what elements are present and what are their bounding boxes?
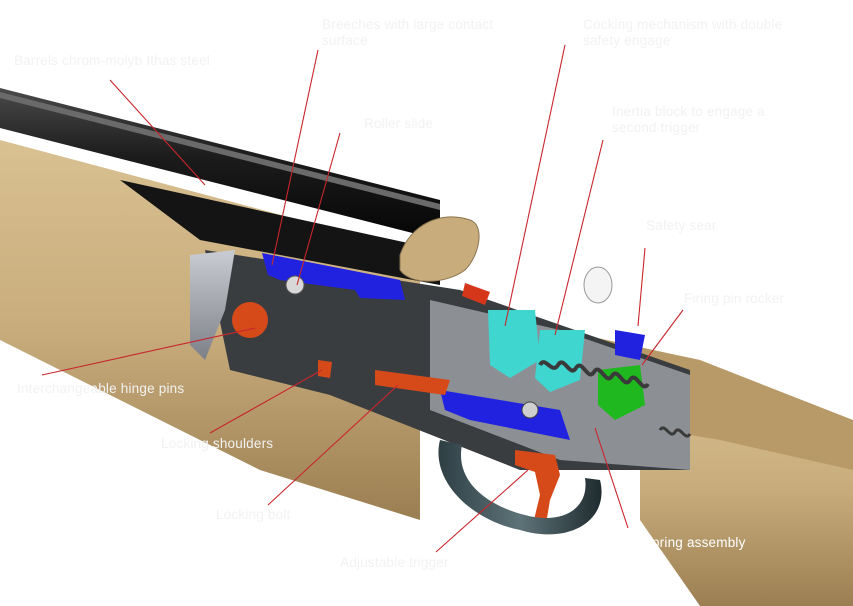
hammer-cyan-1 xyxy=(488,310,540,378)
leader-locking-shoulders xyxy=(209,369,323,434)
locking-shoulder-red xyxy=(318,360,332,378)
safety-thumb xyxy=(583,266,613,304)
leader-firing-pin xyxy=(641,309,684,366)
label-trigger: Adjustable trigger xyxy=(340,555,449,570)
breech-blue-block xyxy=(262,253,405,300)
barrel-rib xyxy=(0,92,440,210)
leader-barrels xyxy=(109,79,206,186)
leader-roller-slide xyxy=(296,132,341,286)
leader-hinge-pins xyxy=(41,327,256,376)
label-locking-shoulders: Locking shoulders xyxy=(161,436,274,451)
top-lever xyxy=(399,216,480,282)
locking-bolt-red xyxy=(375,370,450,395)
label-safety-sear: Safety sear xyxy=(646,218,717,233)
roller-slide xyxy=(285,275,305,295)
receiver-frame-light xyxy=(190,250,235,360)
barrel-lower xyxy=(120,180,440,285)
firing-pin-red xyxy=(462,283,490,305)
leader-breeches xyxy=(271,49,319,266)
trigger-red xyxy=(515,450,560,530)
safety-blue xyxy=(615,330,645,360)
label-firing-pin: Firing pin rocker xyxy=(684,291,785,306)
spring-rear xyxy=(658,426,692,438)
leader-safety-sear xyxy=(637,247,646,327)
label-coil-spring: Coil main spring assembly xyxy=(583,535,746,550)
leader-inertia xyxy=(554,139,604,336)
leader-locking-bolt xyxy=(267,384,399,506)
label-roller-slide: Roller slide xyxy=(364,116,434,131)
hinge-pin-red xyxy=(232,302,268,338)
label-locking-bolt: Locking bolt xyxy=(216,507,291,522)
label-barrels: Barrels chrom-molyb Ithas steel xyxy=(14,53,211,68)
coil-spring xyxy=(538,360,650,389)
label-cocking-mechanism: Cocking mechanism with double safety eng… xyxy=(583,17,783,48)
leader-trigger xyxy=(435,469,529,553)
leader-coil-spring xyxy=(594,427,629,529)
label-hinge-pins: Interchangeable hinge pins xyxy=(17,381,185,396)
label-breeches: Breeches with large contact surface xyxy=(322,17,494,48)
trigger-guard xyxy=(438,440,602,535)
receiver-pin xyxy=(521,401,539,419)
leader-cocking xyxy=(504,44,566,327)
lock-blue-lower xyxy=(440,390,570,440)
label-inertia-block: Inertia block to engage a second trigger xyxy=(612,104,765,135)
